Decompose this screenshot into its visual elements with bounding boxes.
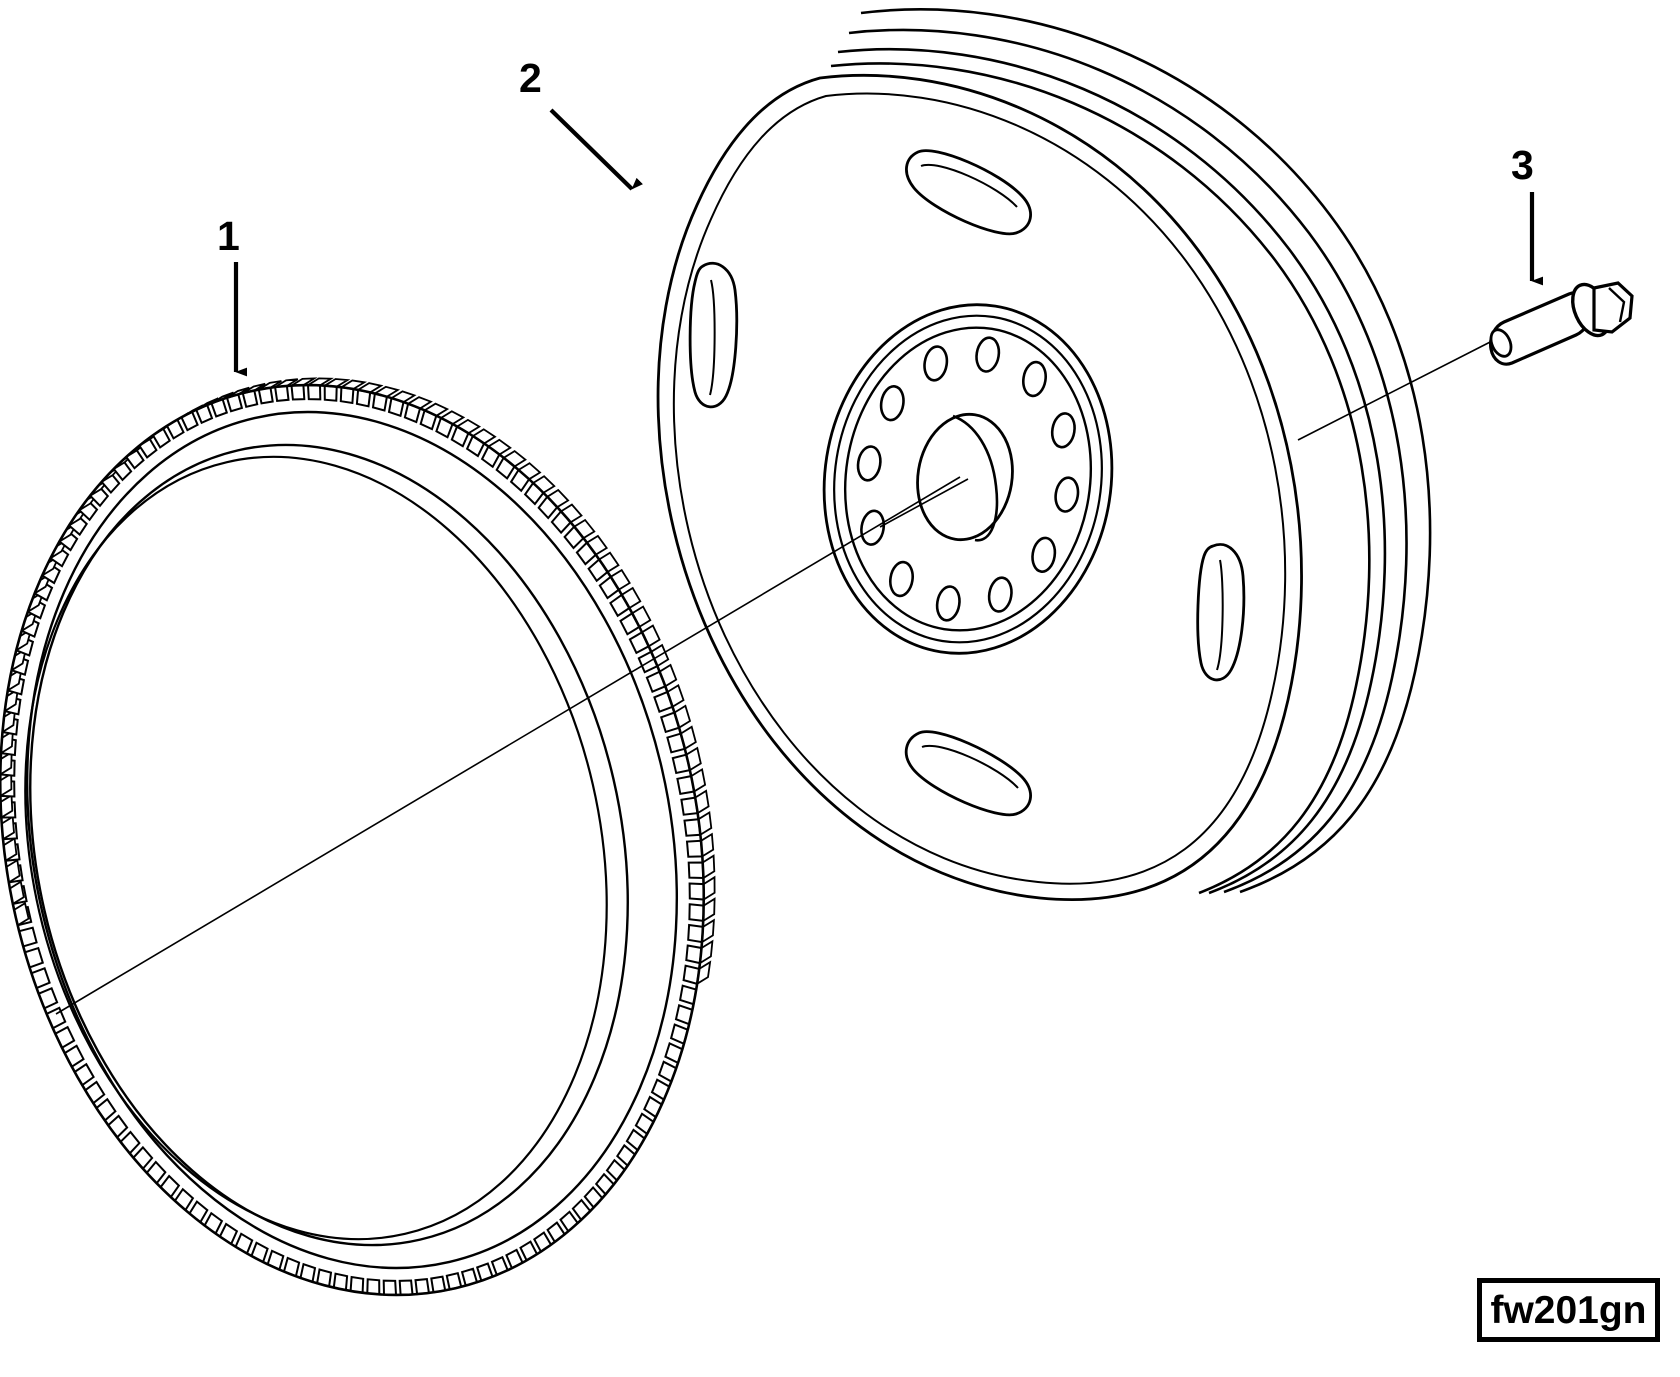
- ring-gear-tooth: [687, 861, 705, 880]
- ring-gear-teeth: [0, 377, 716, 1296]
- ring-gear-tooth: [151, 426, 172, 449]
- ring-gear-tooth: [132, 1145, 154, 1171]
- ring-gear-tooth: [625, 1128, 646, 1152]
- ring-gear-inner-bore: [29, 443, 629, 1247]
- reference-code-box: fw201gn: [1477, 1278, 1660, 1342]
- flywheel-slot-right: [1196, 543, 1246, 682]
- ring-gear-tooth: [323, 384, 338, 402]
- hub-bolt-hole: [935, 585, 961, 622]
- callout-number-1: 1: [217, 213, 240, 259]
- hub-outer-ring: [822, 303, 1114, 655]
- ring-gear-tooth: [688, 903, 705, 923]
- flywheel-slots: [688, 149, 1246, 817]
- ring-gear-tooth: [306, 384, 322, 401]
- ring-gear-tooth: [643, 1095, 664, 1119]
- hub-bolt-hole: [1031, 536, 1057, 573]
- ring-gear-tooth: [414, 1278, 431, 1296]
- ring-gear-tooth: [382, 1279, 398, 1296]
- bolt-part: [1489, 281, 1634, 366]
- flywheel-hub: [822, 303, 1114, 655]
- hub-bolt-hole: [923, 345, 949, 382]
- ring-gear-tooth-side: [702, 875, 716, 902]
- ring-gear-tooth: [95, 1097, 117, 1122]
- ring-gear-face-edge: [24, 455, 608, 1241]
- ring-gear-tooth: [571, 1198, 592, 1222]
- ring-gear-tooth: [583, 1185, 604, 1210]
- ring-gear-tooth: [173, 1187, 195, 1212]
- hub-bolt-hole: [856, 445, 882, 482]
- callout-number-3: 3: [1511, 142, 1534, 188]
- hub-bolt-hole: [879, 385, 905, 422]
- bolt-hex-head: [1592, 281, 1634, 334]
- hub-outer-ring-inner: [833, 314, 1103, 644]
- ring-gear-tooth: [165, 418, 185, 440]
- ring-gear-tooth: [615, 1143, 637, 1168]
- hub-bolt-hole: [975, 336, 1001, 373]
- hub-bolt-holes: [856, 336, 1080, 622]
- callout-number-2: 2: [519, 55, 542, 101]
- hub-bore-depth-wall: [952, 414, 999, 542]
- hub-bolt-hole: [889, 560, 914, 598]
- ring-gear-tooth: [650, 1078, 671, 1102]
- bolt-shank-end: [1489, 328, 1513, 358]
- hub-center-bore: [916, 412, 1014, 542]
- ring-gear-tooth: [634, 1112, 655, 1136]
- ring-gear-tooth: [605, 1158, 626, 1182]
- hub-bolt-hole: [1050, 412, 1076, 449]
- ring-gear-tooth: [290, 384, 306, 401]
- callout-arrows: [233, 108, 1544, 377]
- ring-gear-tooth: [594, 1172, 616, 1196]
- hub-bolt-hole: [1022, 360, 1047, 398]
- ring-gear-tooth: [273, 384, 290, 402]
- flywheel-slot-left: [688, 261, 739, 409]
- ring-gear-tooth: [159, 1174, 181, 1199]
- bolt-hex-facet: [1608, 287, 1626, 323]
- ring-gear-tooth: [687, 923, 705, 944]
- ring-gear-tooth: [688, 882, 705, 901]
- ring-gear-tooth: [532, 1231, 553, 1254]
- ring-gear-tooth: [559, 1210, 580, 1233]
- callout-2-arrow[interactable]: [549, 108, 644, 191]
- hub-bolt-circle-ring: [843, 326, 1093, 632]
- hub-bolt-hole: [1054, 476, 1080, 513]
- ring-gear-tooth: [119, 1130, 141, 1155]
- flywheel-slot-top: [905, 149, 1032, 236]
- leader-line-bolt: [1297, 337, 1499, 441]
- ring-gear-root-circle: [26, 410, 678, 1270]
- leader-line-ring-to-hub: [55, 476, 961, 1015]
- reference-code-text: fw201gn: [1490, 1288, 1647, 1332]
- flywheel-face-chamfer: [672, 92, 1287, 885]
- flywheel-part: [656, 8, 1432, 902]
- ring-gear-tooth: [366, 1278, 381, 1296]
- ring-gear-outer-edge: [0, 383, 706, 1297]
- ring-gear-tooth: [519, 1240, 539, 1262]
- leader-line-hub-bolt: [879, 478, 969, 528]
- ring-gear-part: [0, 377, 716, 1297]
- flywheel-slot-bottom: [904, 730, 1032, 817]
- ring-gear-tooth: [398, 1279, 414, 1296]
- flywheel-rim-grooves: [830, 8, 1432, 895]
- ring-gear-tooth: [106, 1114, 129, 1139]
- hub-bolt-hole: [987, 576, 1013, 613]
- leader-lines: [55, 337, 1499, 1015]
- ring-gear-tooth: [546, 1221, 566, 1244]
- hub-bolt-hole: [860, 509, 886, 546]
- ring-gear-tooth: [145, 1160, 167, 1185]
